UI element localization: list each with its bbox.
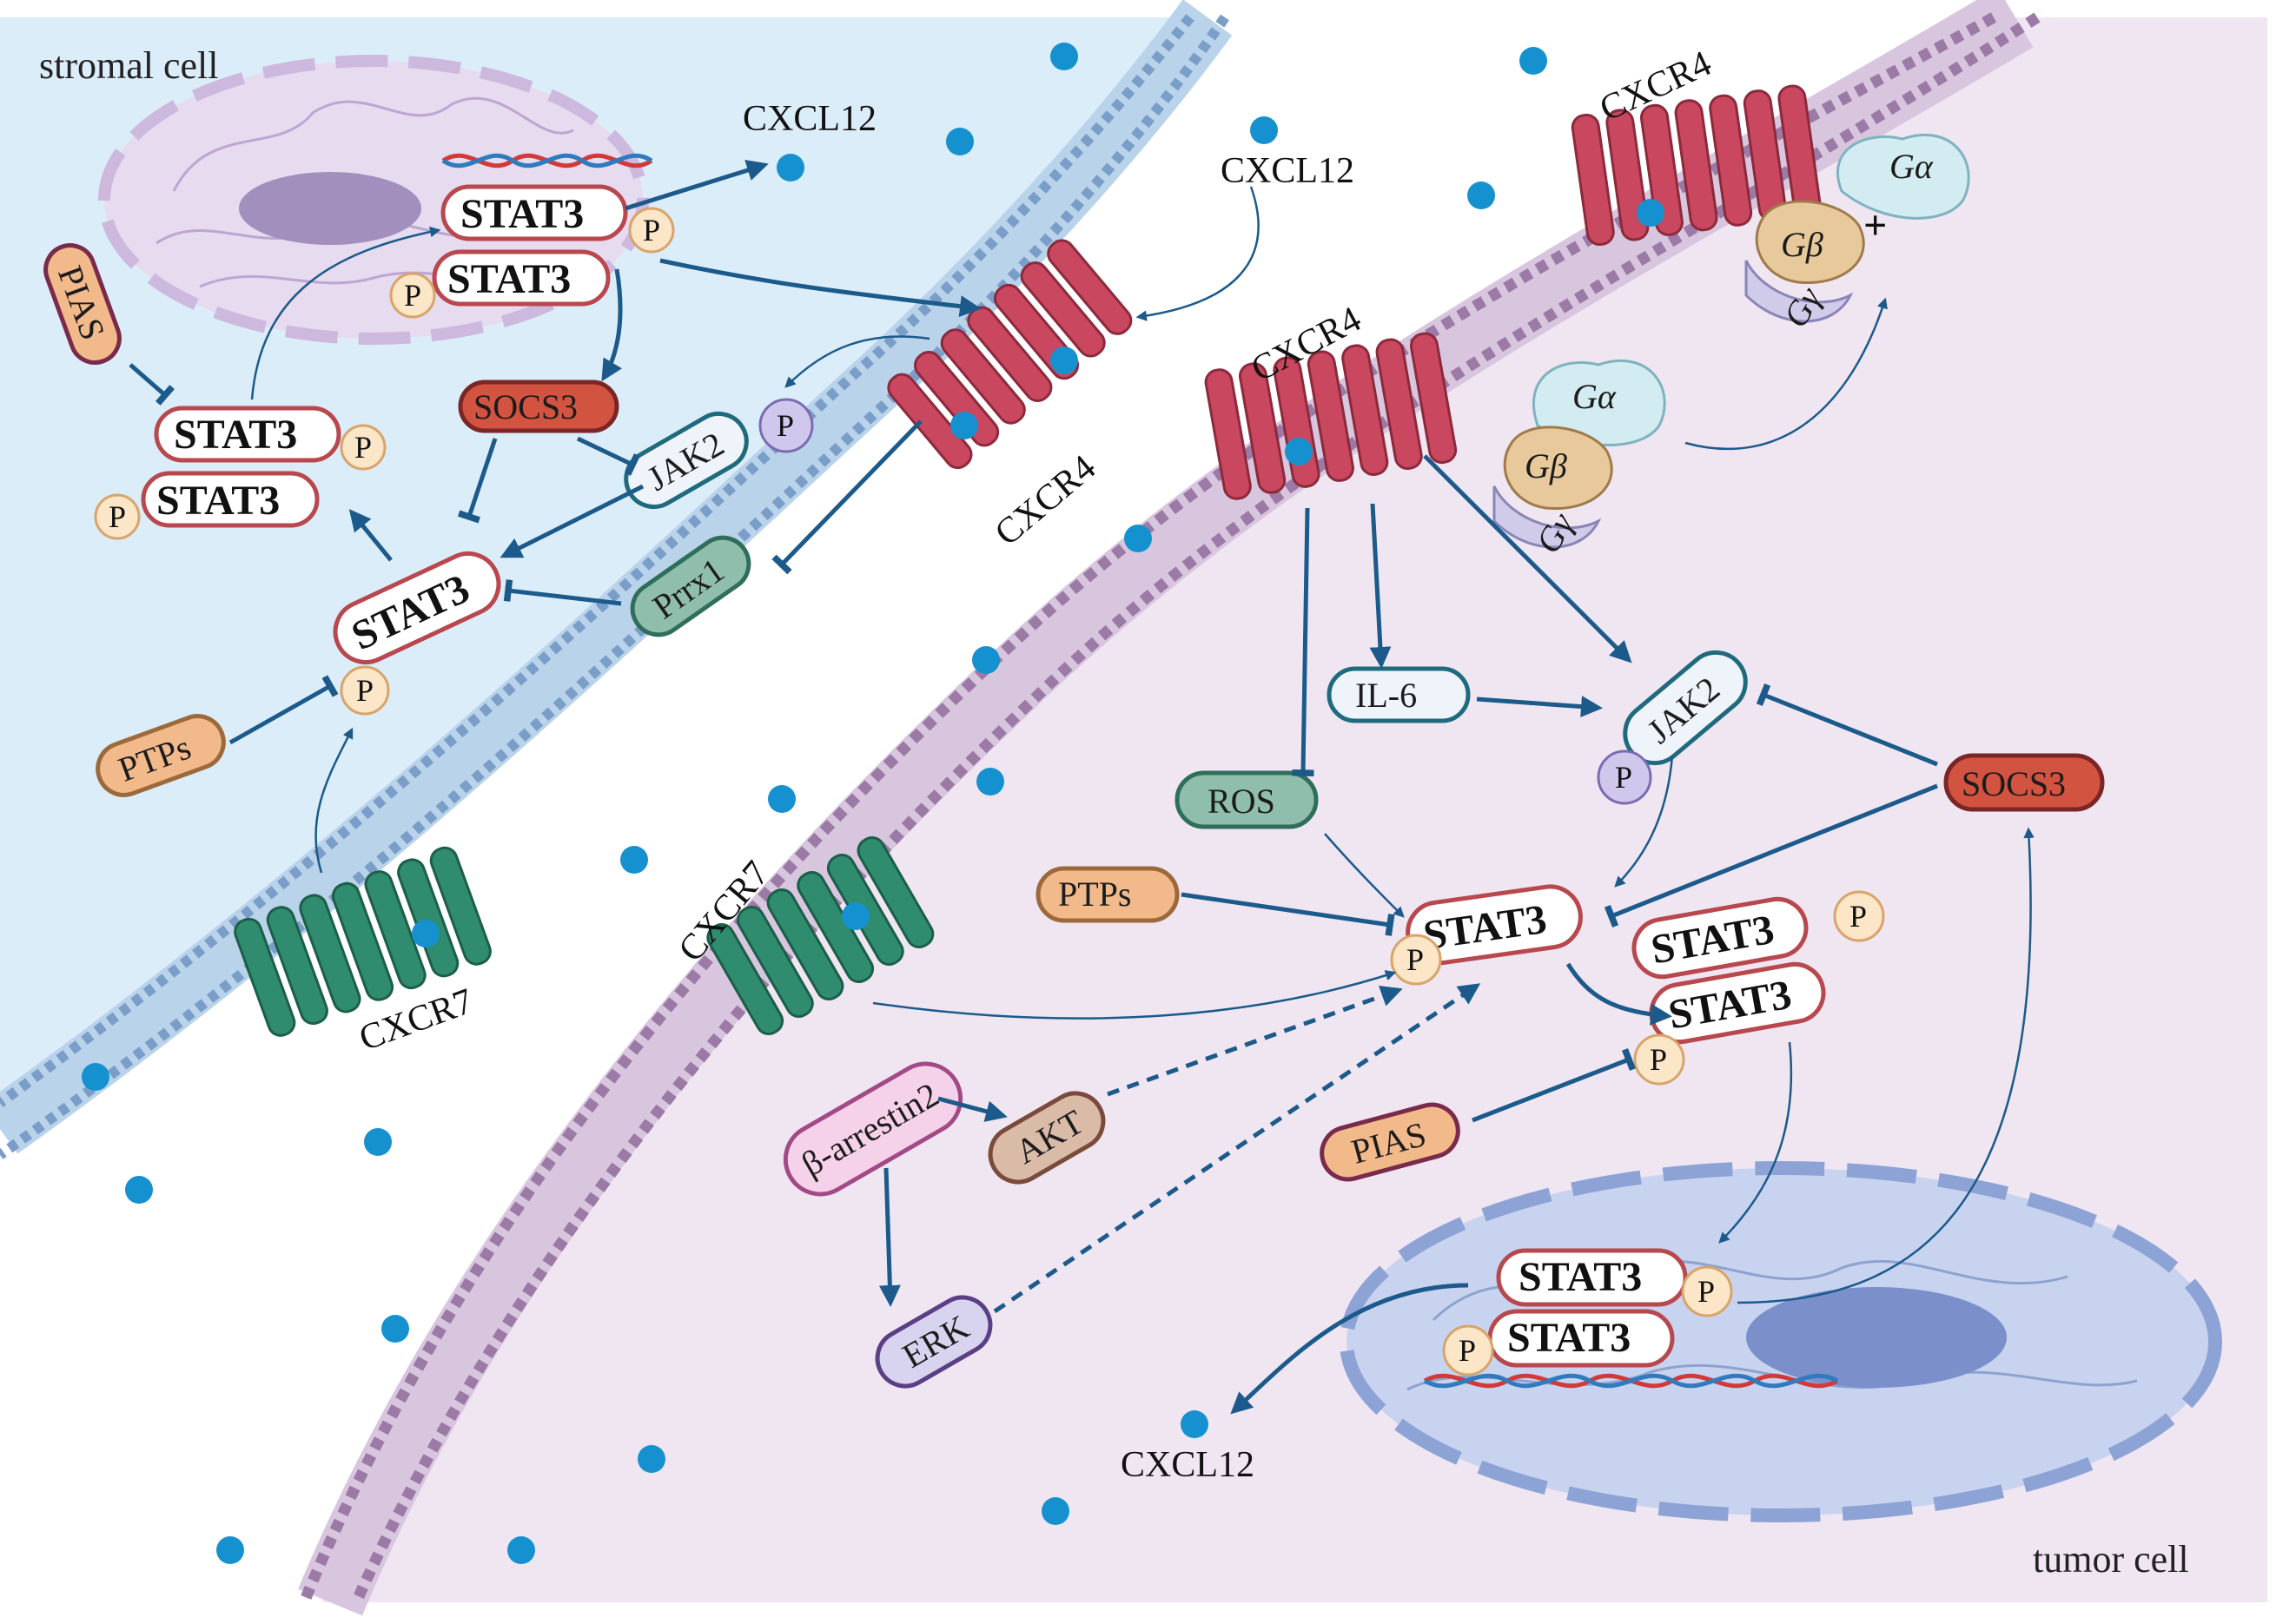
cxcr4-receptor-stromal — [887, 239, 1133, 470]
svg-text:P: P — [354, 430, 372, 465]
socs3-tumor: SOCS3 — [1943, 753, 2105, 812]
svg-text:Gβ: Gβ — [1525, 446, 1567, 485]
svg-text:P: P — [777, 408, 794, 443]
svg-text:P: P — [404, 278, 421, 313]
dna-helix-stromal — [441, 153, 653, 168]
svg-text:STAT3: STAT3 — [174, 412, 297, 458]
pathway-arrows — [129, 160, 2035, 1415]
svg-text:P: P — [1615, 760, 1632, 795]
cxcr7-receptor-stromal — [234, 846, 492, 1037]
stat3-dimer-stromal-nucleus: STAT3 P STAT3 P — [389, 184, 675, 319]
svg-text:STAT3: STAT3 — [1519, 1254, 1642, 1300]
ros-tumor: ROS — [1174, 770, 1319, 829]
svg-text:STAT3: STAT3 — [447, 256, 571, 302]
stat3-dimer-tumor-nucleus: STAT3 P STAT3 P — [1442, 1248, 1733, 1376]
cxcl12-label-top: CXCL12 — [743, 99, 877, 139]
tumor-cell-label: tumor cell — [2033, 1538, 2189, 1581]
svg-text:STAT3: STAT3 — [460, 191, 584, 237]
g-protein-top: Gα Gβ Gγ + — [1744, 133, 1970, 334]
stat3-dimer-stromal-cytoplasm: STAT3 P STAT3 P — [94, 406, 387, 540]
stromal-cell-label: stromal cell — [39, 44, 219, 87]
svg-text:P: P — [109, 499, 126, 534]
svg-text:P: P — [643, 213, 660, 248]
svg-text:SOCS3: SOCS3 — [1962, 764, 2066, 803]
svg-text:STAT3: STAT3 — [1507, 1315, 1631, 1361]
svg-text:Gα: Gα — [1889, 147, 1934, 186]
stat3-tumor-main: STAT3 — [1406, 884, 1583, 966]
svg-text:ROS: ROS — [1208, 782, 1275, 821]
svg-text:P: P — [1849, 899, 1867, 934]
svg-text:P: P — [1697, 1274, 1715, 1309]
svg-text:Gα: Gα — [1572, 377, 1617, 416]
svg-text:Gβ: Gβ — [1781, 225, 1823, 264]
stat3-phospho-tumor — [1390, 934, 1442, 986]
svg-text:P: P — [1650, 1042, 1667, 1077]
dna-helix-tumor — [1423, 1373, 1839, 1389]
il6-tumor: IL-6 — [1327, 666, 1471, 723]
cxcl12-label-bottom: CXCL12 — [1121, 1445, 1254, 1485]
jak2-phospho-tumor — [1597, 749, 1652, 805]
cxcr4-label-stromal: CXCR4 — [988, 447, 1103, 553]
ptps-tumor: PTPs — [1036, 866, 1180, 923]
svg-text:P: P — [1406, 942, 1424, 977]
svg-text:PTPs: PTPs — [1058, 875, 1132, 914]
svg-text:P: P — [1459, 1333, 1476, 1368]
svg-text:IL-6: IL-6 — [1355, 676, 1417, 715]
svg-text:STAT3: STAT3 — [156, 478, 280, 524]
jak2-phospho-stromal — [758, 398, 814, 453]
pias-tumor: PIAS — [1320, 1102, 1460, 1182]
cxcl12-label-right: CXCL12 — [1221, 151, 1354, 191]
cxcl12-dots — [82, 43, 1664, 1564]
stat3-dimer-tumor-cytoplasm: STAT3 P STAT3 P — [1631, 890, 1885, 1086]
svg-text:+: + — [1863, 202, 1887, 248]
svg-text:SOCS3: SOCS3 — [473, 387, 578, 426]
stat3-phospho-stromal — [340, 665, 390, 716]
svg-text:P: P — [356, 673, 374, 708]
socs3-stromal: SOCS3 — [458, 380, 619, 433]
